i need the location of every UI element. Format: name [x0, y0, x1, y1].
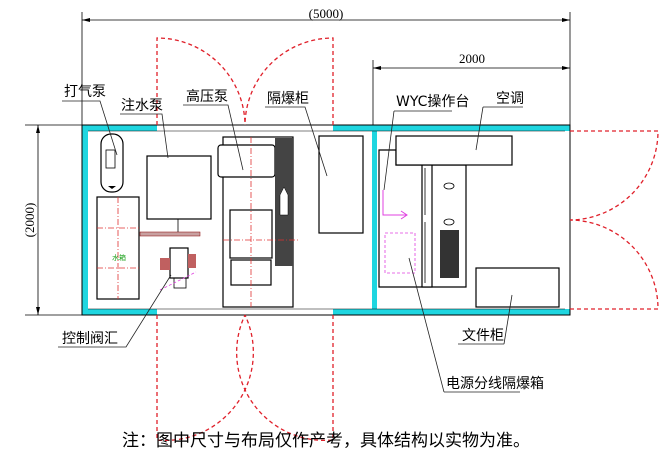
control-valve-manifold-label: 控制阀汇	[62, 331, 118, 347]
control-valve-manifold	[159, 247, 197, 291]
footnote: 注：图中尺寸与布局仅作产考，具体结构以实物为准。	[122, 431, 530, 451]
air-conditioner-label: 空调	[496, 91, 524, 107]
dimension-total-length: (5000)	[81, 6, 571, 125]
high-pressure-pump	[217, 136, 300, 308]
wyc-console-label: WYC操作台	[396, 94, 469, 110]
leader-lines	[58, 100, 523, 393]
bottom-double-door	[156, 314, 334, 442]
file-cabinet-label: 文件柜	[462, 328, 504, 344]
right-double-door	[569, 130, 659, 310]
width-label: (2000)	[22, 203, 37, 238]
power-distribution-box	[384, 232, 416, 274]
air-pump-label: 打气泵	[64, 83, 106, 100]
control-room-length-label: 2000	[459, 51, 485, 66]
water-injection-pump-label: 注水泵	[121, 98, 163, 114]
water-injection-pump	[139, 155, 212, 237]
water-tank-label: 水箱	[112, 253, 126, 262]
dimension-width: (2000)	[22, 124, 82, 316]
air-pump	[100, 133, 124, 193]
air-conditioner	[395, 135, 513, 166]
power-distribution-box-label: 电源分线隔爆箱	[446, 376, 544, 392]
high-pressure-pump-label: 高压泵	[186, 88, 228, 105]
total-length-label: (5000)	[309, 6, 344, 21]
water-tank: 水箱	[96, 196, 140, 300]
explosion-proof-cabinet	[318, 135, 364, 234]
file-cabinet	[475, 267, 560, 308]
top-double-door	[156, 37, 334, 126]
explosion-proof-cabinet-label: 隔爆柜	[267, 91, 309, 107]
dimension-control-room: 2000	[372, 51, 570, 125]
wyc-console	[378, 149, 467, 288]
